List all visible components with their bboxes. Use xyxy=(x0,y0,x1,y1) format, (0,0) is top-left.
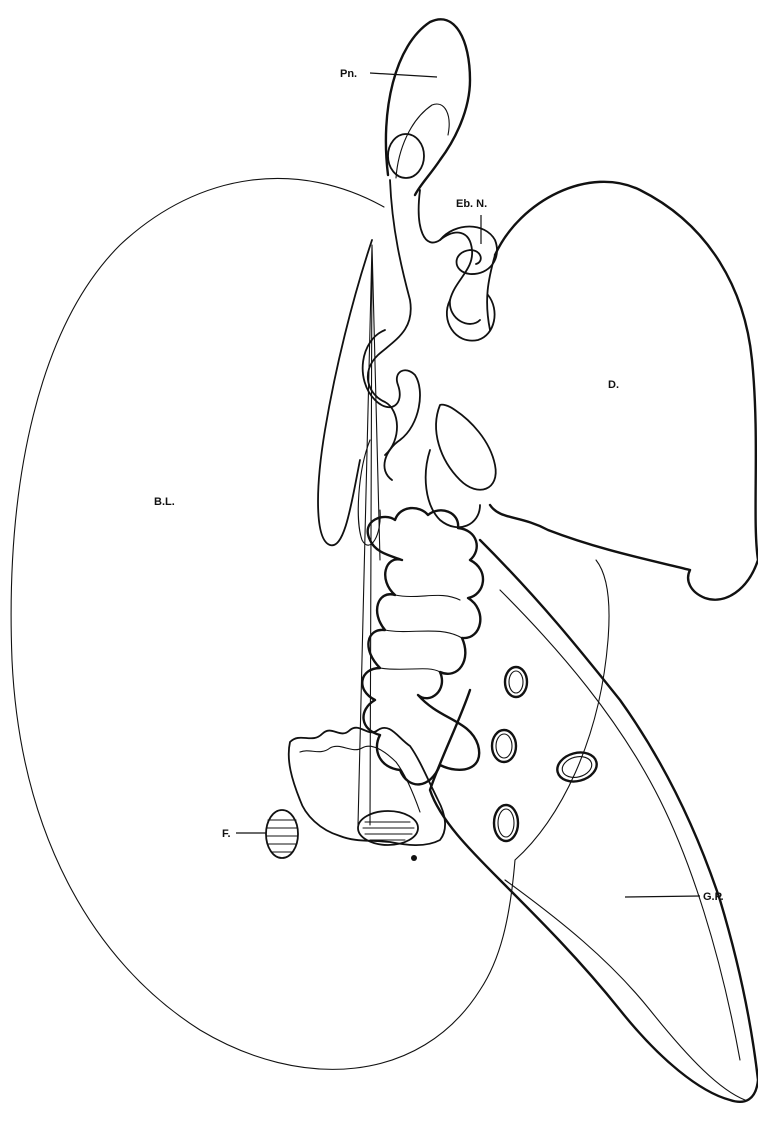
label-d: D. xyxy=(608,379,619,391)
label-f: F. xyxy=(222,828,231,840)
gp-opening-4-in xyxy=(498,809,514,837)
gland-fold-1 xyxy=(395,595,460,600)
lobed-gland xyxy=(362,508,483,784)
pn-tip xyxy=(388,134,424,178)
gland-fold-2 xyxy=(385,630,462,638)
inner-spiral-hatch xyxy=(363,822,414,840)
d-outline xyxy=(490,182,758,600)
gp-leader xyxy=(625,896,700,897)
label-eb-n: Eb. N. xyxy=(456,198,487,210)
duct-right xyxy=(419,190,480,324)
label-bl: B.L. xyxy=(154,496,175,508)
pn-leader xyxy=(370,73,437,77)
bl-outline xyxy=(11,178,609,1069)
gp-opening-1-in xyxy=(509,671,523,693)
gp-opening-3 xyxy=(554,748,600,785)
left-narrow-lobe xyxy=(318,240,372,545)
gp-inner-line xyxy=(500,590,740,1060)
label-gp: G.P. xyxy=(703,891,724,903)
gp-lower-edge xyxy=(505,880,745,1100)
f-structure xyxy=(266,810,298,858)
gland-fold-3 xyxy=(380,668,440,672)
label-pn: Pn. xyxy=(340,68,357,80)
gp-opening-2-in xyxy=(496,734,512,758)
convolution-right xyxy=(436,405,496,490)
small-dot xyxy=(411,855,417,861)
pn-outline xyxy=(386,19,470,195)
f-structure-hatch xyxy=(267,820,297,852)
